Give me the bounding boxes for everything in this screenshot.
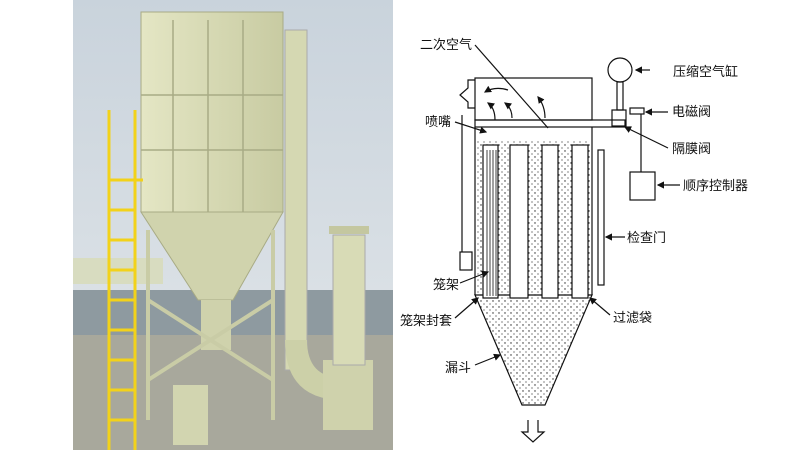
compressed-air-tank-shape (607, 57, 633, 83)
hopper (140, 211, 284, 301)
outlet (459, 79, 475, 109)
support-legs (146, 230, 275, 420)
blow-pipe (474, 119, 626, 128)
dust-collector-photo (73, 0, 393, 450)
filter-bags (482, 144, 589, 299)
fan (323, 360, 373, 430)
hopper-outline (474, 294, 593, 406)
airflow-arrows (454, 66, 680, 366)
clean-air-plenum (474, 77, 593, 121)
label-diaphragm-valve: 隔膜阀 (672, 142, 711, 157)
label-cage-sleeve: 笼架封套 (400, 313, 452, 329)
solenoid-valve-shape (629, 107, 645, 115)
label-nozzle: 喷嘴 (425, 115, 451, 130)
collector-housing (140, 11, 284, 213)
label-sequence-controller: 顺序控制器 (683, 179, 748, 194)
label-compressed-air-tank: 压缩空气缸 (673, 64, 738, 80)
ladder (107, 110, 143, 450)
label-secondary-air: 二次空气 (420, 37, 472, 53)
label-filter-bag: 过滤袋 (613, 311, 652, 326)
silencer (332, 234, 366, 366)
housing-panels (141, 20, 283, 212)
duct-vertical (284, 29, 308, 371)
label-cage: 笼架 (433, 277, 459, 293)
label-inspection-door: 检查门 (627, 231, 666, 246)
diagram-lines (459, 44, 656, 443)
silencer-cap (329, 226, 369, 234)
label-hopper: 漏斗 (445, 360, 471, 376)
inspection-door (597, 149, 605, 286)
discharge-arrow (520, 420, 546, 443)
label-solenoid-valve: 电磁阀 (672, 105, 711, 120)
bag-filter-diagram: 二次空气 压缩空气缸 喷嘴 电磁阀 隔膜阀 顺序控制器 检查门 笼架 笼架封套 … (400, 37, 748, 443)
diaphragm-valve-shape (611, 109, 627, 127)
dust-bin (173, 385, 208, 445)
sequence-controller-box (629, 171, 656, 201)
